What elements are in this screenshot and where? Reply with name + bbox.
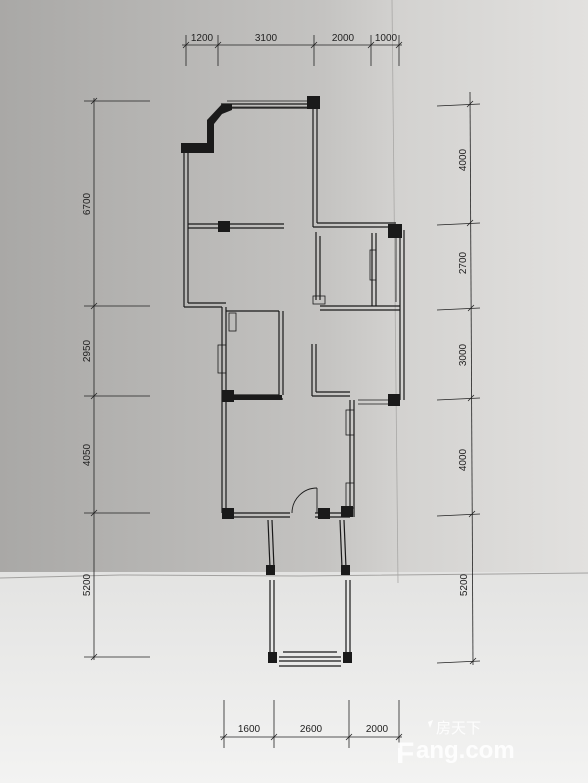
fang-watermark: 房天下 F ang.com (396, 720, 515, 770)
fixture (312, 295, 326, 305)
dim-right-1: 4000 (458, 148, 469, 171)
entry-door (291, 487, 318, 514)
right-dimension-chain (436, 91, 481, 666)
dim-right-4: 4000 (458, 448, 469, 471)
dim-left-4: 5200 (82, 573, 93, 596)
dim-top-4: 1000 (375, 33, 398, 44)
dim-right-5: 5200 (459, 573, 470, 596)
dim-left-3: 4050 (82, 443, 93, 466)
dim-bottom-1: 1600 (238, 724, 261, 735)
top-dimension-chain (182, 35, 403, 66)
paper-upper (0, 0, 588, 585)
dim-top-3: 2000 (332, 33, 355, 44)
dim-top-2: 3100 (255, 33, 278, 44)
dim-right-2: 2700 (458, 251, 469, 274)
bottom-dimension-chain (220, 700, 403, 748)
watermark-mark-icon (428, 720, 433, 728)
columns (181, 96, 402, 663)
paper-fold-vertical (391, 0, 399, 584)
left-dimension-chain (84, 97, 150, 661)
windows (217, 100, 401, 509)
watermark-cn: 房天下 (436, 720, 481, 737)
watermark-brand-prefix: F (396, 737, 414, 770)
dim-bottom-2: 2600 (300, 724, 323, 735)
dim-left-2: 2950 (82, 339, 93, 362)
dim-bottom-3: 2000 (366, 724, 389, 735)
watermark-brand: ang.com (416, 737, 515, 764)
dim-right-3: 3000 (458, 343, 469, 366)
paper-fold-horizontal (0, 572, 588, 579)
dim-top-1: 1200 (191, 33, 214, 44)
dim-left-1: 6700 (82, 192, 93, 215)
paper-lower (0, 572, 588, 783)
